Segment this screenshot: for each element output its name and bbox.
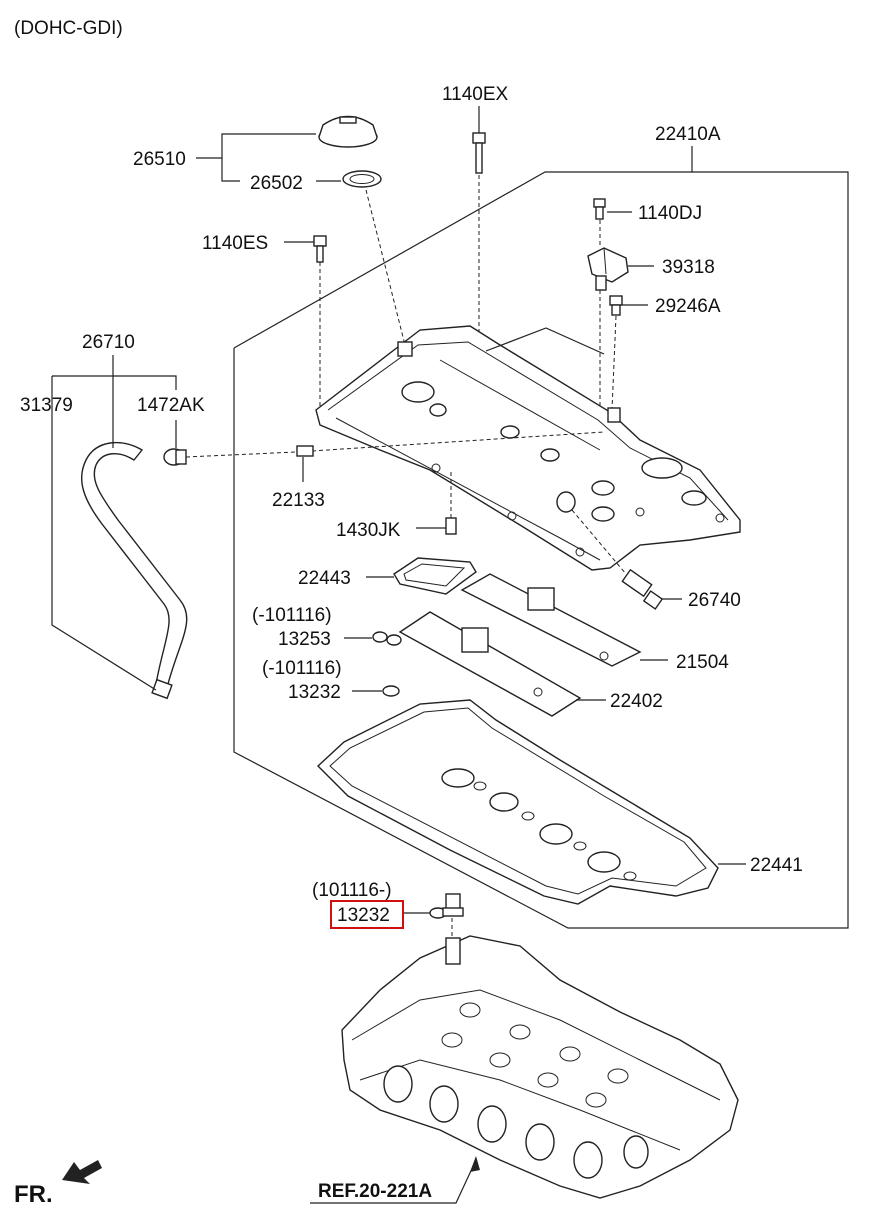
label-1430jk[interactable]: 1430JK bbox=[336, 520, 401, 541]
bolt-1140es-part[interactable] bbox=[313, 235, 327, 263]
label-1140es[interactable]: 1140ES bbox=[202, 233, 268, 254]
label-1472ak[interactable]: 1472AK bbox=[137, 395, 205, 416]
label-26502[interactable]: 26502 bbox=[250, 173, 303, 194]
pcv-valve-part[interactable] bbox=[621, 568, 664, 610]
date-range-label-3: (101116-) bbox=[312, 880, 392, 901]
baffle-22402-part[interactable] bbox=[398, 611, 582, 717]
label-22441[interactable]: 22441 bbox=[750, 855, 803, 876]
hose-clamp-part[interactable] bbox=[163, 448, 187, 466]
label-13232-lower[interactable]: 13232 bbox=[337, 905, 390, 926]
baffle-21504-part[interactable] bbox=[460, 573, 642, 667]
highlight-box bbox=[330, 900, 404, 929]
label-31379[interactable]: 31379 bbox=[20, 395, 73, 416]
assembly-boundary bbox=[233, 171, 849, 929]
cover-gasket-part[interactable] bbox=[316, 699, 719, 905]
engine-type-label: (DOHC-GDI) bbox=[14, 18, 123, 39]
front-direction-arrow-icon bbox=[62, 1160, 102, 1184]
label-21504[interactable]: 21504 bbox=[676, 652, 729, 673]
seal-13232-upper-part[interactable] bbox=[382, 685, 400, 697]
label-26710[interactable]: 26710 bbox=[82, 332, 135, 353]
label-22443[interactable]: 22443 bbox=[298, 568, 351, 589]
reference-label[interactable]: REF.20-221A bbox=[318, 1181, 432, 1202]
label-39318[interactable]: 39318 bbox=[662, 257, 715, 278]
seal-13253-part[interactable] bbox=[372, 631, 402, 646]
cam-position-sensor-part[interactable] bbox=[587, 247, 629, 291]
label-22402[interactable]: 22402 bbox=[610, 691, 663, 712]
plug-29246a-part[interactable] bbox=[609, 295, 623, 316]
front-marker-label: FR. bbox=[14, 1181, 53, 1208]
cap-seal-part[interactable] bbox=[342, 170, 382, 188]
label-13232-upper[interactable]: 13232 bbox=[288, 682, 341, 703]
cylinder-head-part[interactable] bbox=[341, 935, 739, 1199]
label-26740[interactable]: 26740 bbox=[688, 590, 741, 611]
dowel-pin-part[interactable] bbox=[445, 517, 457, 535]
label-13253[interactable]: 13253 bbox=[278, 629, 331, 650]
seal-13232-lower-part[interactable] bbox=[429, 893, 464, 919]
oil-filler-cap-part[interactable] bbox=[318, 115, 378, 148]
label-1140dj[interactable]: 1140DJ bbox=[638, 203, 702, 224]
date-range-label-2: (-101116) bbox=[262, 658, 342, 679]
date-range-label-1: (-101116) bbox=[252, 605, 332, 626]
label-22133[interactable]: 22133 bbox=[272, 490, 325, 511]
label-1140ex[interactable]: 1140EX bbox=[442, 84, 509, 105]
bolt-1140dj-part[interactable] bbox=[593, 198, 606, 220]
bolt-1140ex-part[interactable] bbox=[472, 132, 486, 174]
gasket-22443-part[interactable] bbox=[393, 557, 477, 595]
pcv-nipple-part[interactable] bbox=[296, 445, 314, 457]
label-26510[interactable]: 26510 bbox=[133, 149, 186, 170]
breather-hose-part[interactable] bbox=[81, 441, 188, 700]
rocker-cover-part[interactable] bbox=[315, 325, 741, 571]
label-29246a[interactable]: 29246A bbox=[655, 296, 721, 317]
label-22410a[interactable]: 22410A bbox=[655, 124, 721, 145]
